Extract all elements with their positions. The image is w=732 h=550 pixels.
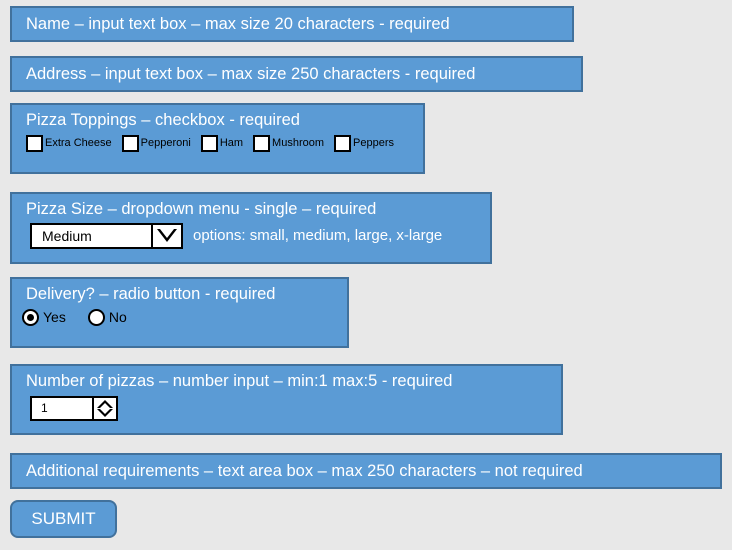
field-group-delivery: Delivery? – radio button - required Yes …: [10, 277, 349, 348]
checkbox-item-ham[interactable]: Ham: [200, 134, 244, 152]
field-label-pizza-toppings: Pizza Toppings – checkbox - required: [26, 111, 300, 129]
dropdown-pizza-size[interactable]: Medium: [30, 222, 183, 249]
radio-label-no: No: [108, 309, 127, 326]
checkbox-icon-extra-cheese[interactable]: [26, 134, 43, 152]
stepper-buttons[interactable]: [94, 398, 116, 419]
checkbox-label-peppers: Peppers: [353, 137, 394, 150]
checkbox-label-extra-cheese: Extra Cheese: [45, 137, 112, 150]
dropdown-row-pizza-size: Medium options: small, medium, large, x-…: [12, 222, 490, 249]
checkbox-label-mushroom: Mushroom: [272, 137, 325, 150]
stepper-down-icon[interactable]: [97, 408, 113, 417]
field-label-additional-requirements: Additional requirements – text area box …: [26, 462, 583, 480]
field-label-number-of-pizzas: Number of pizzas – number input – min:1 …: [26, 372, 453, 390]
field-label-pizza-size: Pizza Size – dropdown menu - single – re…: [26, 200, 377, 218]
number-input-row: 1: [12, 395, 561, 421]
dropdown-selected-value: Medium: [32, 224, 153, 247]
field-label-address: Address – input text box – max size 250 …: [26, 65, 476, 83]
checkbox-icon-pepperoni[interactable]: [121, 134, 139, 152]
chevron-down-icon[interactable]: [153, 225, 181, 247]
radio-label-yes: Yes: [43, 309, 66, 326]
radio-item-yes[interactable]: Yes: [22, 308, 66, 326]
checkbox-icon-mushroom[interactable]: [253, 134, 271, 152]
radio-icon-no[interactable]: [87, 308, 105, 326]
radio-item-no[interactable]: No: [87, 308, 127, 326]
checkbox-item-pepperoni[interactable]: Pepperoni: [121, 134, 191, 152]
checkbox-icon-ham[interactable]: [200, 134, 218, 152]
quantity-value[interactable]: 1: [32, 397, 94, 419]
radio-group-delivery: Yes No: [12, 308, 347, 326]
field-group-additional-requirements: Additional requirements – text area box …: [10, 453, 722, 489]
field-group-number-of-pizzas: Number of pizzas – number input – min:1 …: [10, 364, 563, 435]
submit-button[interactable]: SUBMIT: [10, 500, 117, 538]
triangle-down-glyph: [157, 229, 177, 243]
checkbox-group-toppings: Extra Cheese Pepperoni Ham Mushroom Pepp…: [12, 134, 423, 152]
field-group-pizza-size: Pizza Size – dropdown menu - single – re…: [10, 192, 492, 264]
quantity-stepper[interactable]: 1: [30, 395, 118, 421]
field-label-name: Name – input text box – max size 20 char…: [26, 15, 450, 33]
checkbox-label-pepperoni: Pepperoni: [140, 137, 191, 150]
field-group-address: Address – input text box – max size 250 …: [10, 56, 583, 92]
field-label-delivery: Delivery? – radio button - required: [26, 285, 276, 303]
checkbox-item-mushroom[interactable]: Mushroom: [253, 134, 325, 152]
radio-icon-yes[interactable]: [22, 308, 39, 326]
dropdown-options-hint: options: small, medium, large, x-large: [193, 227, 443, 245]
field-group-name: Name – input text box – max size 20 char…: [10, 6, 574, 42]
checkbox-item-extra-cheese[interactable]: Extra Cheese: [26, 134, 112, 152]
checkbox-label-ham: Ham: [219, 137, 244, 150]
checkbox-icon-peppers[interactable]: [334, 134, 352, 152]
checkbox-item-peppers[interactable]: Peppers: [334, 134, 394, 152]
field-group-pizza-toppings: Pizza Toppings – checkbox - required Ext…: [10, 103, 425, 174]
stepper-up-icon[interactable]: [97, 399, 113, 408]
